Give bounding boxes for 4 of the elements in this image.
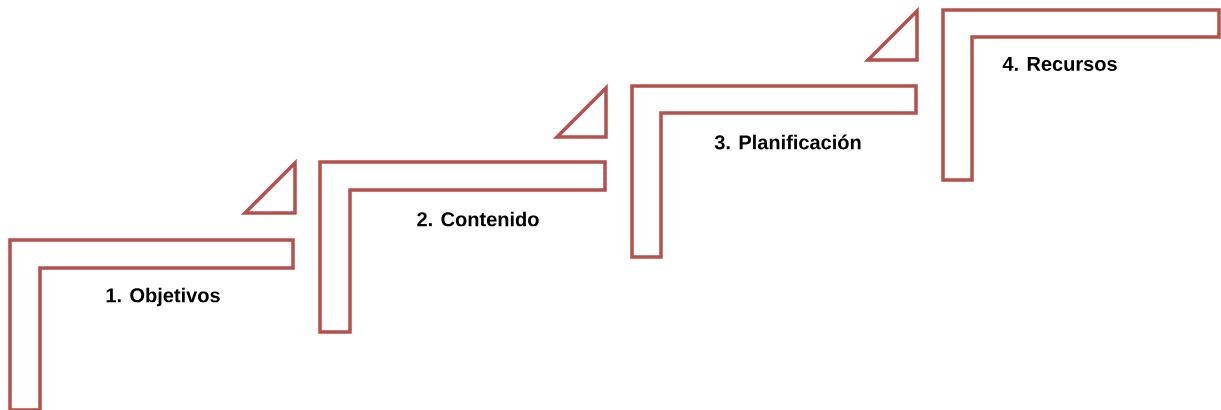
step-box: 2. Contenido <box>318 160 607 334</box>
step-box: 1. Objetivos <box>8 238 295 410</box>
step-box: 3. Planificación <box>630 84 918 259</box>
step-box: 4. Recursos <box>941 8 1221 182</box>
